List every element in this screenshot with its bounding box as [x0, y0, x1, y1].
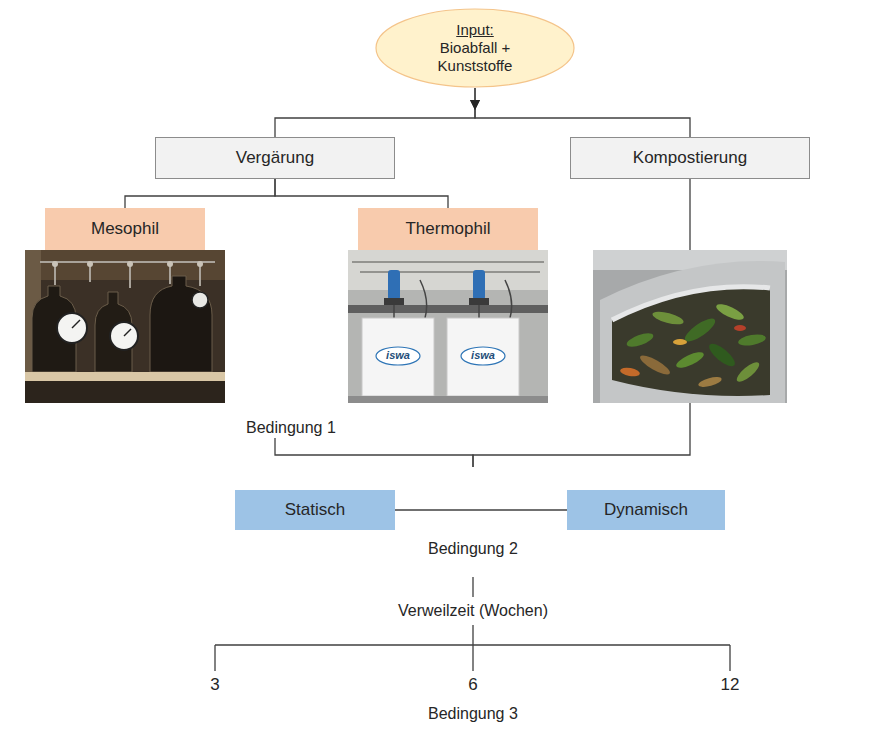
- device-logo: iswa: [386, 349, 410, 362]
- time-value: 3: [210, 675, 219, 695]
- condition-region: Bedingung 1 Mesophil Thermophil: [12, 186, 570, 438]
- box-label: Dynamisch: [604, 500, 688, 520]
- region-shape: [13, 187, 570, 438]
- photo-detail: [215, 625, 730, 671]
- photo-detail: [197, 261, 203, 267]
- photo-detail: [348, 396, 548, 403]
- region-shape: [13, 468, 873, 577]
- condition-region: Verweilzeit (Wochen) Bedingung 3: [12, 597, 873, 735]
- connector-line: [275, 438, 473, 467]
- photo-detail: [697, 375, 722, 389]
- photo-detail: [110, 322, 138, 350]
- box-label: Vergärung: [236, 148, 314, 168]
- photo-detail: [150, 276, 212, 372]
- photo-detail: [376, 347, 420, 365]
- process-box: Kompostierung: [570, 137, 810, 179]
- photo-detail: [348, 305, 548, 313]
- time-value-holder: 6: [468, 675, 477, 695]
- photo-detail: [737, 333, 766, 348]
- process-box: Vergärung: [155, 137, 395, 179]
- photo-detail: [593, 250, 787, 403]
- photo-detail: [651, 309, 684, 327]
- time-value-holder: 3: [210, 675, 219, 695]
- photo-detail: [25, 250, 225, 403]
- connector-line: [395, 509, 567, 510]
- connector-line: [472, 577, 473, 597]
- photo-detail: [192, 292, 208, 308]
- photo-detail: [469, 298, 489, 305]
- box-label: Kompostierung: [633, 148, 747, 168]
- photo-detail: [352, 262, 544, 272]
- photo-detail: [674, 349, 705, 371]
- mode-box: Statisch: [235, 490, 395, 530]
- condition-label: Bedingung 1: [246, 418, 336, 437]
- photo-detail: [714, 301, 745, 323]
- region-ground: [12, 467, 873, 577]
- time-value: 6: [468, 675, 477, 695]
- region-shape: [13, 598, 873, 735]
- photo-detail: [394, 280, 512, 318]
- photo-detail: [384, 298, 404, 305]
- photo-detail: [87, 261, 93, 267]
- photo-detail: [600, 261, 785, 403]
- category-box: Mesophil: [45, 208, 205, 250]
- photo-detail: [619, 366, 640, 377]
- photo-detail: [348, 250, 548, 403]
- photo-detail: [706, 340, 738, 370]
- residence-time-tree: [215, 625, 730, 671]
- condition-label: Bedingung 3: [428, 704, 518, 723]
- axis-title: Verweilzeit (Wochen): [398, 601, 548, 620]
- photo-detail: [682, 315, 718, 345]
- input-ellipse: Input:Bioabfall + Kunststoffe: [375, 8, 575, 88]
- photo-detail: [25, 372, 225, 381]
- photo-detail: [124, 329, 131, 336]
- photo-detail: [25, 381, 225, 403]
- photo-detail: [638, 352, 672, 378]
- photo-detail: [612, 287, 770, 320]
- photo-detail: [447, 318, 519, 396]
- box-label: Thermophil: [405, 219, 490, 239]
- connector-line: [475, 88, 690, 137]
- connector-line: [275, 179, 448, 208]
- photo-thermophilic-reactors: [348, 250, 548, 403]
- photo-detail: [40, 262, 215, 288]
- mode-box: Dynamisch: [567, 490, 725, 530]
- photo-detail: [72, 320, 80, 328]
- time-value: 12: [721, 675, 740, 695]
- photo-detail: [734, 325, 746, 331]
- photo-detail: [57, 313, 87, 343]
- time-value-holder: 12: [721, 675, 740, 695]
- photo-detail: [167, 261, 173, 267]
- device-logo-holder: iswa: [471, 349, 495, 362]
- device-logo: iswa: [471, 349, 495, 362]
- box-label: Mesophil: [91, 219, 159, 239]
- photo-detail: [473, 270, 485, 300]
- photo-detail: [625, 331, 655, 350]
- condition-region: Bedingung 2 Statisch Dynamisch: [12, 467, 873, 577]
- device-logo-holder: iswa: [386, 349, 410, 362]
- connector-line: [275, 88, 475, 137]
- connector-line: [125, 179, 275, 208]
- photo-detail: [127, 261, 133, 267]
- photo-detail: [461, 347, 505, 365]
- category-box: Thermophil: [358, 208, 538, 250]
- photo-composting-drum: [593, 250, 787, 403]
- photo-detail: [673, 339, 687, 345]
- input-heading: Input:: [456, 21, 494, 39]
- input-text: Bioabfall + Kunststoffe: [410, 39, 540, 75]
- ellipse-shape: [376, 9, 574, 87]
- photo-detail: [734, 359, 762, 385]
- arrow-head: [470, 100, 480, 110]
- photo-mesophilic-reactors: [25, 250, 225, 403]
- photo-detail: [362, 318, 434, 396]
- photo-detail: [612, 287, 770, 396]
- arrow-head: [470, 100, 480, 110]
- photo-detail: [348, 250, 548, 290]
- photo-detail: [388, 270, 400, 300]
- photo-detail: [52, 261, 58, 267]
- box-label: Statisch: [285, 500, 345, 520]
- condition-label: Bedingung 2: [428, 539, 518, 558]
